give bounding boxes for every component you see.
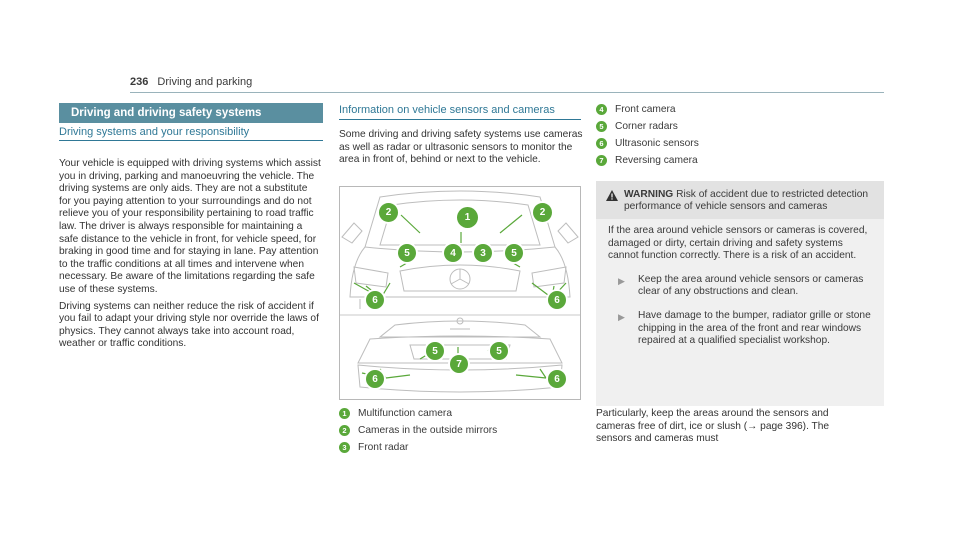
page-number: 236	[130, 76, 149, 88]
sensor-figure: 2 1 2 5 4 3 5 6 6 5 5 7 6 6	[339, 186, 581, 400]
left-subheading: Driving systems and your responsibility	[59, 126, 250, 138]
marker-2-left-mirror: 2	[379, 203, 398, 222]
middle-intro: Some driving and driving safety systems …	[339, 129, 583, 166]
warning-action-text: Have damage to the bumper, radiator gril…	[638, 310, 871, 346]
legend-label: Front radar	[358, 442, 409, 453]
legend-label: Multifunction camera	[358, 408, 452, 419]
header-divider	[130, 92, 884, 93]
left-subheading-rule	[59, 140, 323, 141]
left-body: Your vehicle is equipped with driving sy…	[59, 158, 321, 355]
legend-item: 7 Reversing camera	[596, 152, 884, 169]
warning-action: ▶ Have damage to the bumper, radiator gr…	[608, 310, 872, 347]
marker-7-reversing-camera: 7	[450, 355, 468, 373]
warning-title: Risk of accident due to restricted detec…	[624, 189, 869, 213]
legend-number: 1	[339, 408, 350, 419]
marker-5-right-corner-radar: 5	[505, 244, 523, 262]
warning-label: WARNING	[624, 189, 674, 200]
marker-6-front-right-ultrasonic: 6	[548, 291, 566, 309]
legend-item: 4 Front camera	[596, 101, 884, 118]
legend-number: 4	[596, 104, 607, 115]
middle-subheading-rule	[339, 119, 581, 120]
marker-5-left-corner-radar: 5	[398, 244, 416, 262]
warning-text: If the area around vehicle sensors or ca…	[608, 225, 868, 261]
warning-action: ▶ Keep the area around vehicle sensors o…	[608, 274, 872, 298]
action-arrow-icon: ▶	[618, 276, 625, 287]
marker-6-rear-left-ultrasonic: 6	[366, 370, 384, 388]
legend-item: 5 Corner radars	[596, 118, 884, 135]
right-legend: 4 Front camera 5 Corner radars 6 Ultraso…	[596, 101, 884, 169]
warning-body: If the area around vehicle sensors or ca…	[596, 219, 884, 347]
warning-title-text: WARNING Risk of accident due to restrict…	[624, 189, 874, 213]
section-title: Driving and driving safety systems	[59, 103, 323, 123]
marker-1-multifunction-camera: 1	[457, 207, 478, 228]
marker-6-front-left-ultrasonic: 6	[366, 291, 384, 309]
legend-label: Ultrasonic sensors	[615, 138, 699, 149]
warning-box: WARNING Risk of accident due to restrict…	[596, 181, 884, 406]
legend-number: 6	[596, 138, 607, 149]
action-arrow-icon: ▶	[618, 312, 625, 323]
marker-5-rear-left-corner-radar: 5	[426, 342, 444, 360]
right-closing-text: Particularly, keep the areas around the …	[596, 408, 830, 445]
marker-4-front-camera: 4	[444, 244, 462, 262]
chapter-title: Driving and parking	[157, 76, 253, 88]
warning-triangle-icon	[606, 190, 624, 213]
marker-6-rear-right-ultrasonic: 6	[548, 370, 566, 388]
warning-header: WARNING Risk of accident due to restrict…	[596, 181, 884, 220]
legend-item: 1 Multifunction camera	[339, 405, 583, 422]
legend-number: 2	[339, 425, 350, 436]
warning-action-text: Keep the area around vehicle sensors or …	[638, 274, 864, 298]
legend-label: Reversing camera	[615, 155, 698, 166]
legend-label: Corner radars	[615, 121, 678, 132]
legend-item: 6 Ultrasonic sensors	[596, 135, 884, 152]
legend-label: Front camera	[615, 104, 676, 115]
left-paragraph-2: Driving systems can neither reduce the r…	[59, 300, 319, 350]
legend-label: Cameras in the outside mirrors	[358, 425, 498, 436]
left-paragraph-1: Your vehicle is equipped with driving sy…	[59, 158, 321, 295]
marker-5-rear-right-corner-radar: 5	[490, 342, 508, 360]
legend-item: 3 Front radar	[339, 439, 583, 456]
middle-legend: 1 Multifunction camera 2 Cameras in the …	[339, 405, 583, 456]
legend-number: 3	[339, 442, 350, 453]
marker-2-right-mirror: 2	[533, 203, 552, 222]
page-header: 236 Driving and parking	[130, 76, 252, 88]
legend-number: 7	[596, 155, 607, 166]
legend-number: 5	[596, 121, 607, 132]
legend-item: 2 Cameras in the outside mirrors	[339, 422, 583, 439]
middle-subheading: Information on vehicle sensors and camer…	[339, 104, 555, 116]
marker-3-front-radar: 3	[474, 244, 492, 262]
